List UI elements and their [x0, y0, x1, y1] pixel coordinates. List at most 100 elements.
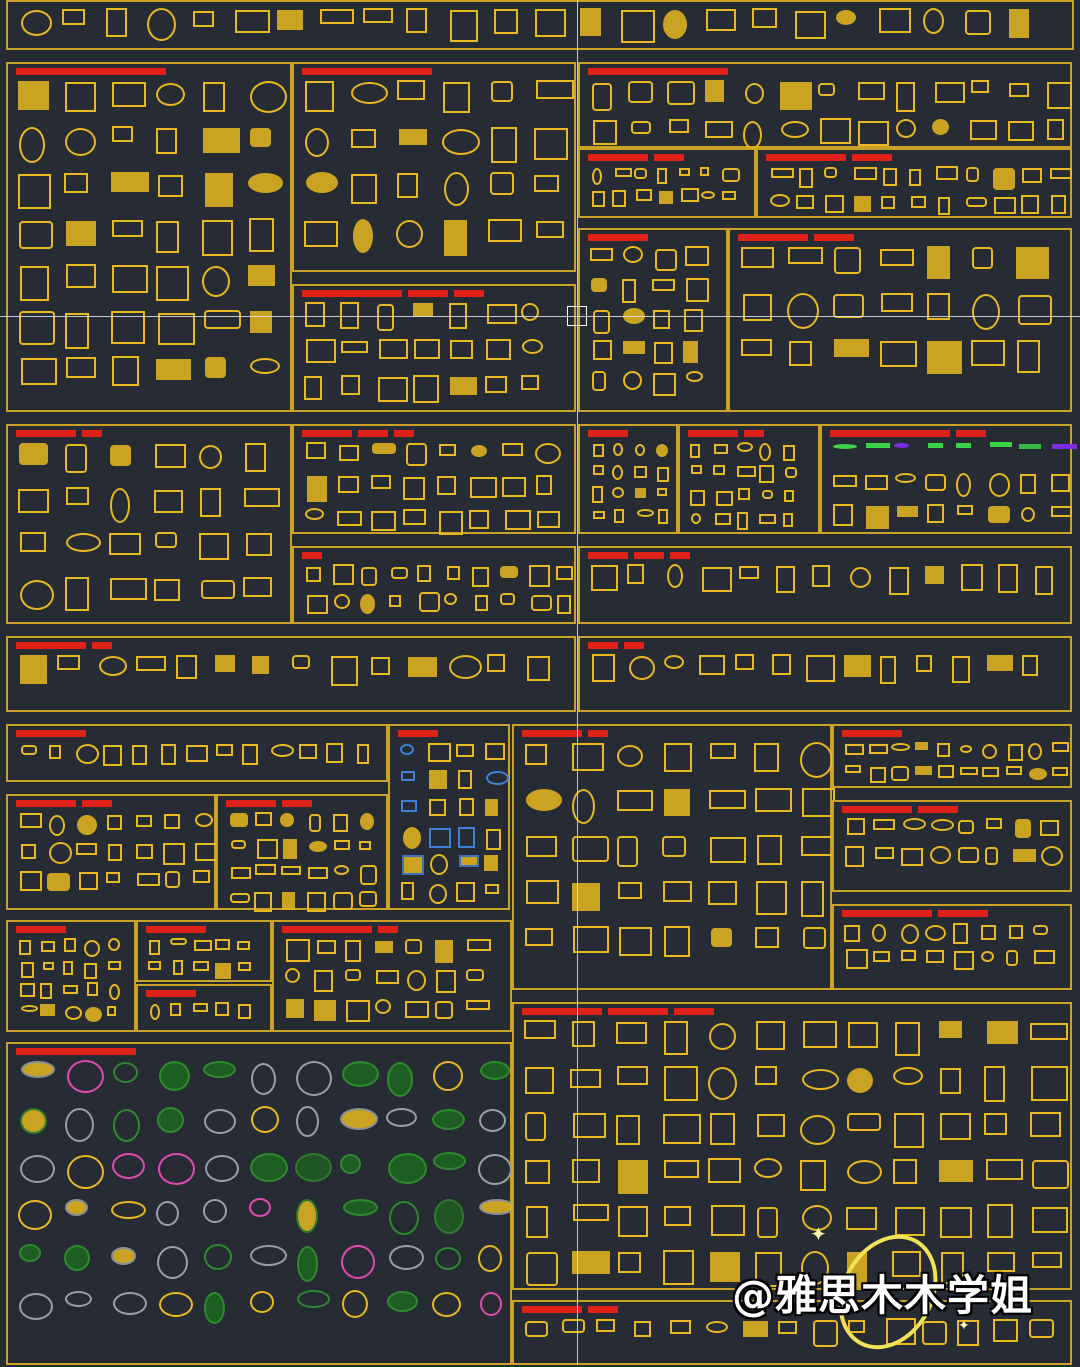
cad-block-symbol[interactable] — [48, 841, 72, 864]
cad-block-symbol[interactable] — [1019, 473, 1036, 494]
cad-block-symbol[interactable] — [623, 246, 644, 264]
cad-block-symbol[interactable] — [939, 1160, 974, 1183]
cad-block-symbol[interactable] — [525, 1251, 558, 1286]
cad-block-symbol[interactable] — [360, 593, 376, 614]
cad-block-symbol[interactable] — [64, 81, 96, 112]
cad-block-symbol[interactable] — [432, 1108, 466, 1130]
cad-block-symbol[interactable] — [64, 1290, 92, 1307]
cad-block-symbol[interactable] — [204, 172, 233, 207]
cad-block-symbol[interactable] — [163, 843, 186, 866]
cad-block-symbol[interactable] — [192, 10, 214, 27]
cad-block-symbol[interactable] — [157, 1153, 195, 1186]
cad-block-symbol[interactable] — [1028, 743, 1043, 761]
cad-block-symbol[interactable] — [413, 338, 440, 359]
cad-block-symbol[interactable] — [333, 892, 354, 911]
cad-block-symbol[interactable] — [84, 940, 101, 958]
cad-block-symbol[interactable] — [304, 508, 324, 521]
cad-block-symbol[interactable] — [493, 9, 518, 35]
cad-block-symbol[interactable] — [524, 744, 547, 766]
cad-block-symbol[interactable] — [417, 565, 432, 583]
cad-block-symbol[interactable] — [958, 846, 980, 863]
cad-block-symbol[interactable] — [1028, 1319, 1054, 1339]
cad-block-symbol[interactable] — [75, 744, 99, 765]
cad-block-symbol[interactable] — [286, 939, 311, 963]
cad-block-symbol[interactable] — [812, 564, 831, 587]
cad-block-symbol[interactable] — [802, 1204, 833, 1231]
cad-block-symbol[interactable] — [780, 81, 813, 110]
cad-block-symbol[interactable] — [359, 813, 374, 831]
cad-block-symbol[interactable] — [784, 467, 797, 478]
cad-block-symbol[interactable] — [192, 961, 209, 972]
cad-block-symbol[interactable] — [402, 854, 425, 875]
cad-block-symbol[interactable] — [635, 488, 647, 499]
cad-block-symbol[interactable] — [471, 444, 488, 457]
cad-block-symbol[interactable] — [801, 836, 836, 857]
cad-block-symbol[interactable] — [202, 265, 231, 297]
cad-block-symbol[interactable] — [592, 309, 610, 334]
cad-block-symbol[interactable] — [890, 743, 910, 752]
cad-block-symbol[interactable] — [708, 789, 746, 809]
cad-block-symbol[interactable] — [534, 128, 569, 161]
cad-block-symbol[interactable] — [846, 1068, 873, 1094]
cad-block-symbol[interactable] — [536, 220, 565, 238]
cad-block-symbol[interactable] — [76, 814, 97, 835]
cad-block-symbol[interactable] — [320, 9, 354, 25]
cad-block-symbol[interactable] — [316, 940, 336, 954]
cad-block-symbol[interactable] — [530, 594, 552, 611]
cad-block-symbol[interactable] — [314, 1000, 337, 1022]
cad-block-symbol[interactable] — [612, 465, 624, 481]
cad-block-symbol[interactable] — [306, 172, 339, 194]
cad-block-symbol[interactable] — [832, 504, 853, 527]
cad-block-symbol[interactable] — [710, 743, 737, 760]
cad-block-symbol[interactable] — [873, 819, 896, 831]
cad-block-symbol[interactable] — [202, 219, 234, 256]
panel-elevations-a[interactable] — [578, 424, 678, 534]
cad-block-symbol[interactable] — [993, 167, 1016, 190]
cad-block-symbol[interactable] — [65, 1198, 89, 1216]
cad-block-symbol[interactable] — [485, 828, 501, 850]
cad-block-symbol[interactable] — [296, 1290, 330, 1309]
cad-block-symbol[interactable] — [880, 248, 915, 266]
cad-block-symbol[interactable] — [200, 579, 235, 599]
cad-block-symbol[interactable] — [937, 196, 950, 215]
cad-block-symbol[interactable] — [478, 1244, 503, 1272]
cad-block-symbol[interactable] — [398, 128, 427, 145]
cad-block-symbol[interactable] — [304, 220, 339, 247]
cad-block-symbol[interactable] — [664, 1205, 692, 1226]
cad-block-symbol[interactable] — [741, 338, 773, 356]
cad-block-symbol[interactable] — [636, 509, 654, 518]
cad-block-symbol[interactable] — [691, 512, 702, 524]
cad-block-symbol[interactable] — [662, 836, 687, 858]
cad-block-symbol[interactable] — [806, 655, 836, 683]
cad-block-symbol[interactable] — [371, 656, 391, 675]
cad-block-symbol[interactable] — [663, 1066, 698, 1102]
cad-block-symbol[interactable] — [1021, 194, 1040, 214]
cad-block-symbol[interactable] — [970, 340, 1005, 367]
cad-block-symbol[interactable] — [874, 847, 894, 860]
cad-block-symbol[interactable] — [520, 303, 539, 322]
cad-block-symbol[interactable] — [936, 166, 959, 181]
cad-block-symbol[interactable] — [404, 939, 422, 955]
cad-block-symbol[interactable] — [485, 338, 511, 360]
cad-block-symbol[interactable] — [20, 9, 52, 36]
cad-block-symbol[interactable] — [85, 1006, 103, 1022]
cad-block-symbol[interactable] — [834, 247, 862, 275]
cad-block-symbol[interactable] — [525, 928, 554, 947]
cad-block-symbol[interactable] — [469, 509, 490, 529]
cad-block-symbol[interactable] — [772, 654, 792, 676]
cad-block-symbol[interactable] — [230, 812, 249, 827]
cad-block-symbol[interactable] — [592, 464, 604, 475]
cad-block-symbol[interactable] — [479, 1291, 502, 1316]
cad-block-symbol[interactable] — [386, 1108, 418, 1128]
cad-block-symbol[interactable] — [148, 960, 162, 970]
cad-block-symbol[interactable] — [111, 126, 133, 143]
cad-block-symbol[interactable] — [802, 926, 826, 949]
cad-block-symbol[interactable] — [466, 1000, 491, 1011]
cad-block-symbol[interactable] — [230, 866, 251, 879]
cad-block-symbol[interactable] — [19, 442, 49, 465]
cad-block-symbol[interactable] — [19, 310, 56, 345]
cad-block-symbol[interactable] — [434, 1246, 461, 1270]
cad-block-symbol[interactable] — [801, 788, 835, 818]
cad-block-symbol[interactable] — [108, 983, 120, 1000]
cad-block-symbol[interactable] — [1030, 1022, 1069, 1040]
